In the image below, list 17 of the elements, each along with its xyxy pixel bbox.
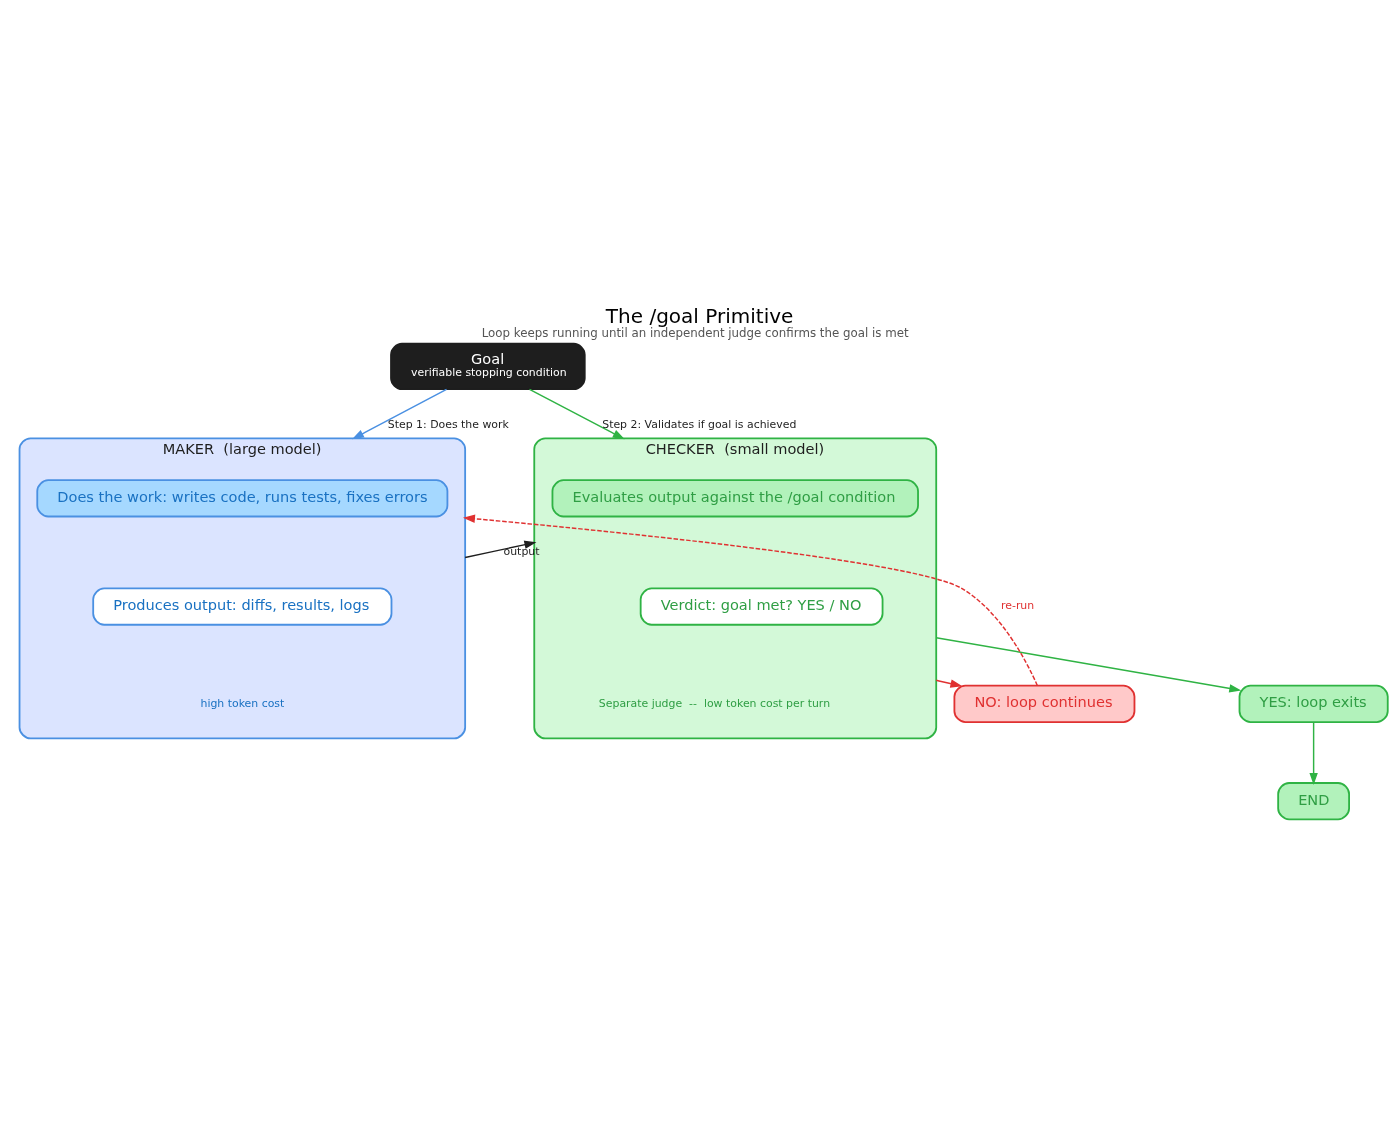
node-box: Does the work: writes code, runs tests, fixes errors: [36, 479, 449, 518]
arrow: [1309, 721, 1318, 786]
arrow: [528, 388, 625, 440]
node-box: NO: loop continues: [953, 684, 1136, 723]
node-box: Goal verifiable stopping condition: [390, 342, 586, 391]
edge-label: Step 1: Does the work: [387, 417, 509, 431]
node-box: YES: loop exits: [1238, 684, 1389, 723]
edge-label: Step 2: Validates if goal is achieved: [602, 417, 797, 431]
edge-label: re-run: [1001, 599, 1035, 613]
node-box: Verdict: goal met? YES / NO: [639, 587, 884, 626]
arrow: [352, 388, 448, 440]
node-box: END: [1277, 782, 1350, 821]
node-box: Evaluates output against the /goal condition: [551, 479, 919, 518]
node-box: Produces output: diffs, results, logs: [92, 587, 393, 626]
arrow: [462, 514, 1039, 687]
arrow: [935, 636, 1242, 693]
arrow: [935, 679, 963, 688]
